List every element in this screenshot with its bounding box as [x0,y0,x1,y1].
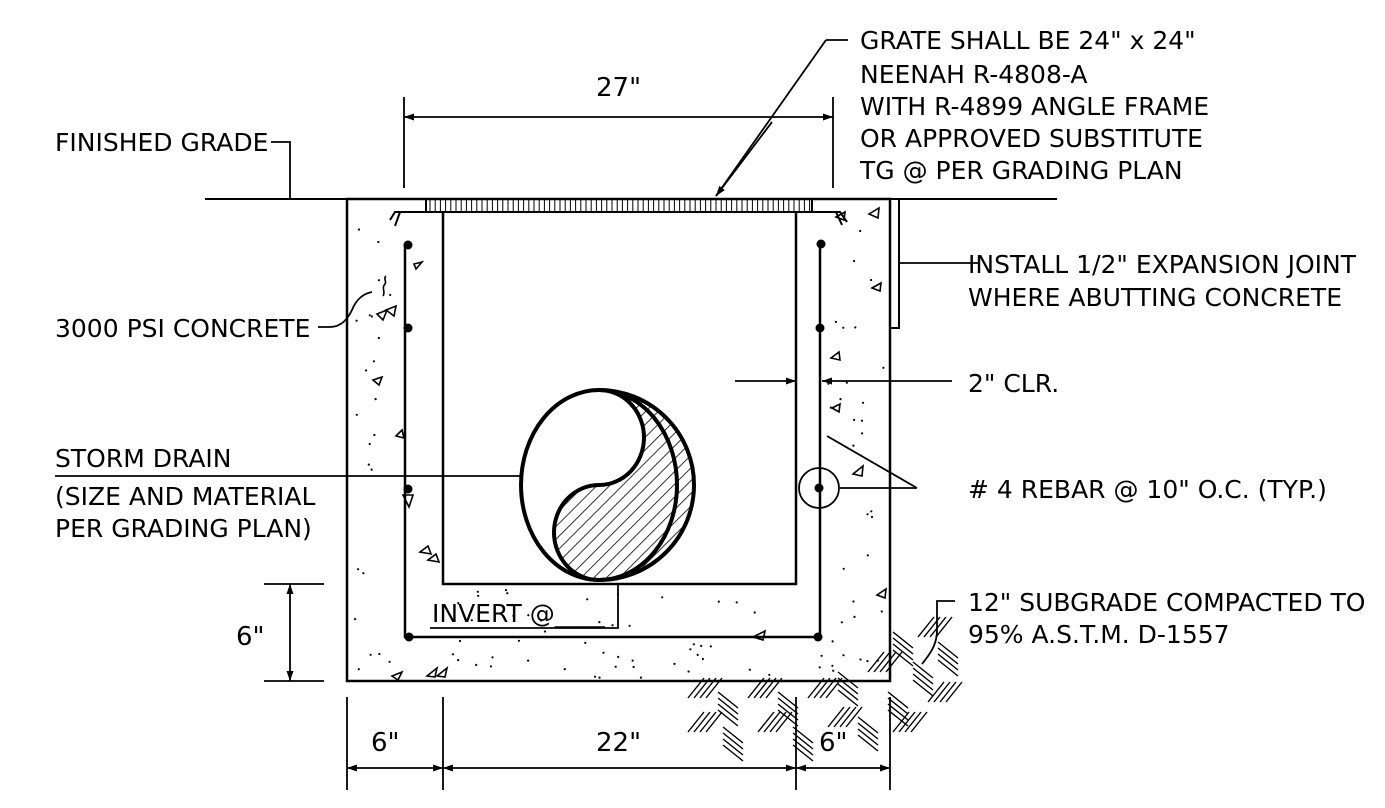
storm-drain-note-line-1: (SIZE AND MATERIAL [55,482,316,511]
grate-note-line-2: NEENAH R-4808-A [860,60,1087,89]
inner-opening [441,212,798,586]
grate-note-line-3: WITH R-4899 ANGLE FRAME [860,92,1209,121]
grate-note-line-5: TG @ PER GRADING PLAN [859,156,1183,185]
dim-base-thickness-label: 6" [236,622,265,652]
storm-drain-pipe [519,388,696,583]
rebar-label: # 4 REBAR @ 10" O.C. (TYP.) [968,475,1327,504]
rebar-cage [403,244,822,639]
grate-leader-arrow [715,39,827,197]
expansion-joint [889,198,900,329]
rebar-callout-circle [798,467,840,509]
rebar-dots [403,239,826,642]
dim-inner-width-label: 22" [596,728,641,758]
expansion-joint-line-1: INSTALL 1/2" EXPANSION JOINT [968,250,1357,279]
subgrade-line-1: 12" SUBGRADE COMPACTED TO [968,588,1365,617]
dim-right-wall-label: 6" [819,728,848,758]
dim-base-thickness [264,583,324,682]
storm-drain-note-line-2: PER GRADING PLAN) [55,514,312,543]
dim-left-wall-label: 6" [371,728,400,758]
angle-frame-left [389,211,426,227]
grate-note-line-4: OR APPROVED SUBSTITUTE [860,124,1203,153]
leader-lines [55,141,980,665]
concrete-label: 3000 PSI CONCRETE [55,314,310,343]
expansion-joint-line-2: WHERE ABUTTING CONCRETE [968,283,1342,312]
clearance-label: 2" CLR. [968,369,1059,398]
grate [425,198,813,213]
grate-arrow-pointer [715,121,773,197]
dim-top-width [403,97,834,188]
concrete-aggregate [371,206,887,682]
invert-label: INVERT @____ [432,599,605,628]
grate-note: GRATE SHALL BE 24" x 24" NEENAH R-4808-A… [859,26,1209,185]
grate-note-line-1: GRATE SHALL BE 24" x 24" [860,26,1196,55]
dim-bottom [346,697,891,790]
dim-top-width-label: 27" [596,73,641,103]
storm-drain-label: STORM DRAIN [55,444,232,473]
finished-grade-label: FINISHED GRADE [55,128,268,157]
subgrade-line-2: 95% A.S.T.M. D-1557 [968,620,1230,649]
